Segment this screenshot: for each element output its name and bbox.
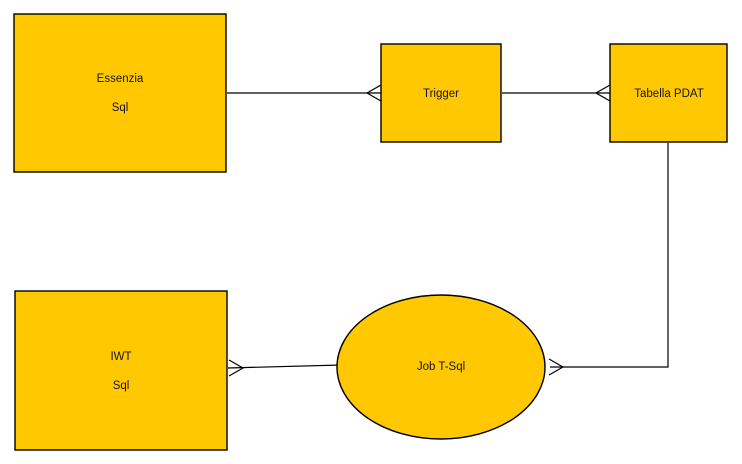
node-rectangle [14, 290, 228, 451]
arrowhead-open-left-icon [594, 84, 611, 102]
node-label-line1: Tabella PDAT [634, 88, 703, 100]
edge-line [227, 364, 342, 369]
node-essenzia-sql[interactable]: Essenzia Sql [13, 13, 227, 173]
node-label-line1: Job T-Sql [417, 361, 465, 373]
node-job-t-sql[interactable]: Job T-Sql [336, 294, 546, 440]
arrowhead-open-right-icon [548, 358, 565, 376]
arrowhead-open-right-icon [228, 359, 245, 377]
node-label-line1: Essenzia [97, 73, 144, 85]
node-rectangle [13, 13, 227, 173]
node-rectangle [609, 43, 728, 143]
node-tabella-pdat[interactable]: Tabella PDAT [609, 43, 728, 143]
node-ellipse [336, 294, 546, 440]
node-label-line1: IWT [110, 351, 131, 363]
node-label-line2: Sql [113, 380, 130, 392]
edge-iwt-to-job-t-sql[interactable] [227, 359, 342, 377]
node-label-line2: Sql [112, 102, 129, 114]
edge-line [550, 143, 669, 368]
arrowhead-open-left-icon [365, 84, 382, 102]
edge-tabella-pdat-to-job-t-sql[interactable] [548, 143, 669, 376]
node-label-line1: Trigger [423, 88, 459, 100]
node-iwt-sql[interactable]: IWT Sql [14, 290, 228, 451]
edge-essenzia-to-trigger[interactable] [227, 84, 382, 102]
node-rectangle [380, 43, 502, 143]
node-trigger[interactable]: Trigger [380, 43, 502, 143]
edge-trigger-to-tabella-pdat[interactable] [502, 84, 611, 102]
